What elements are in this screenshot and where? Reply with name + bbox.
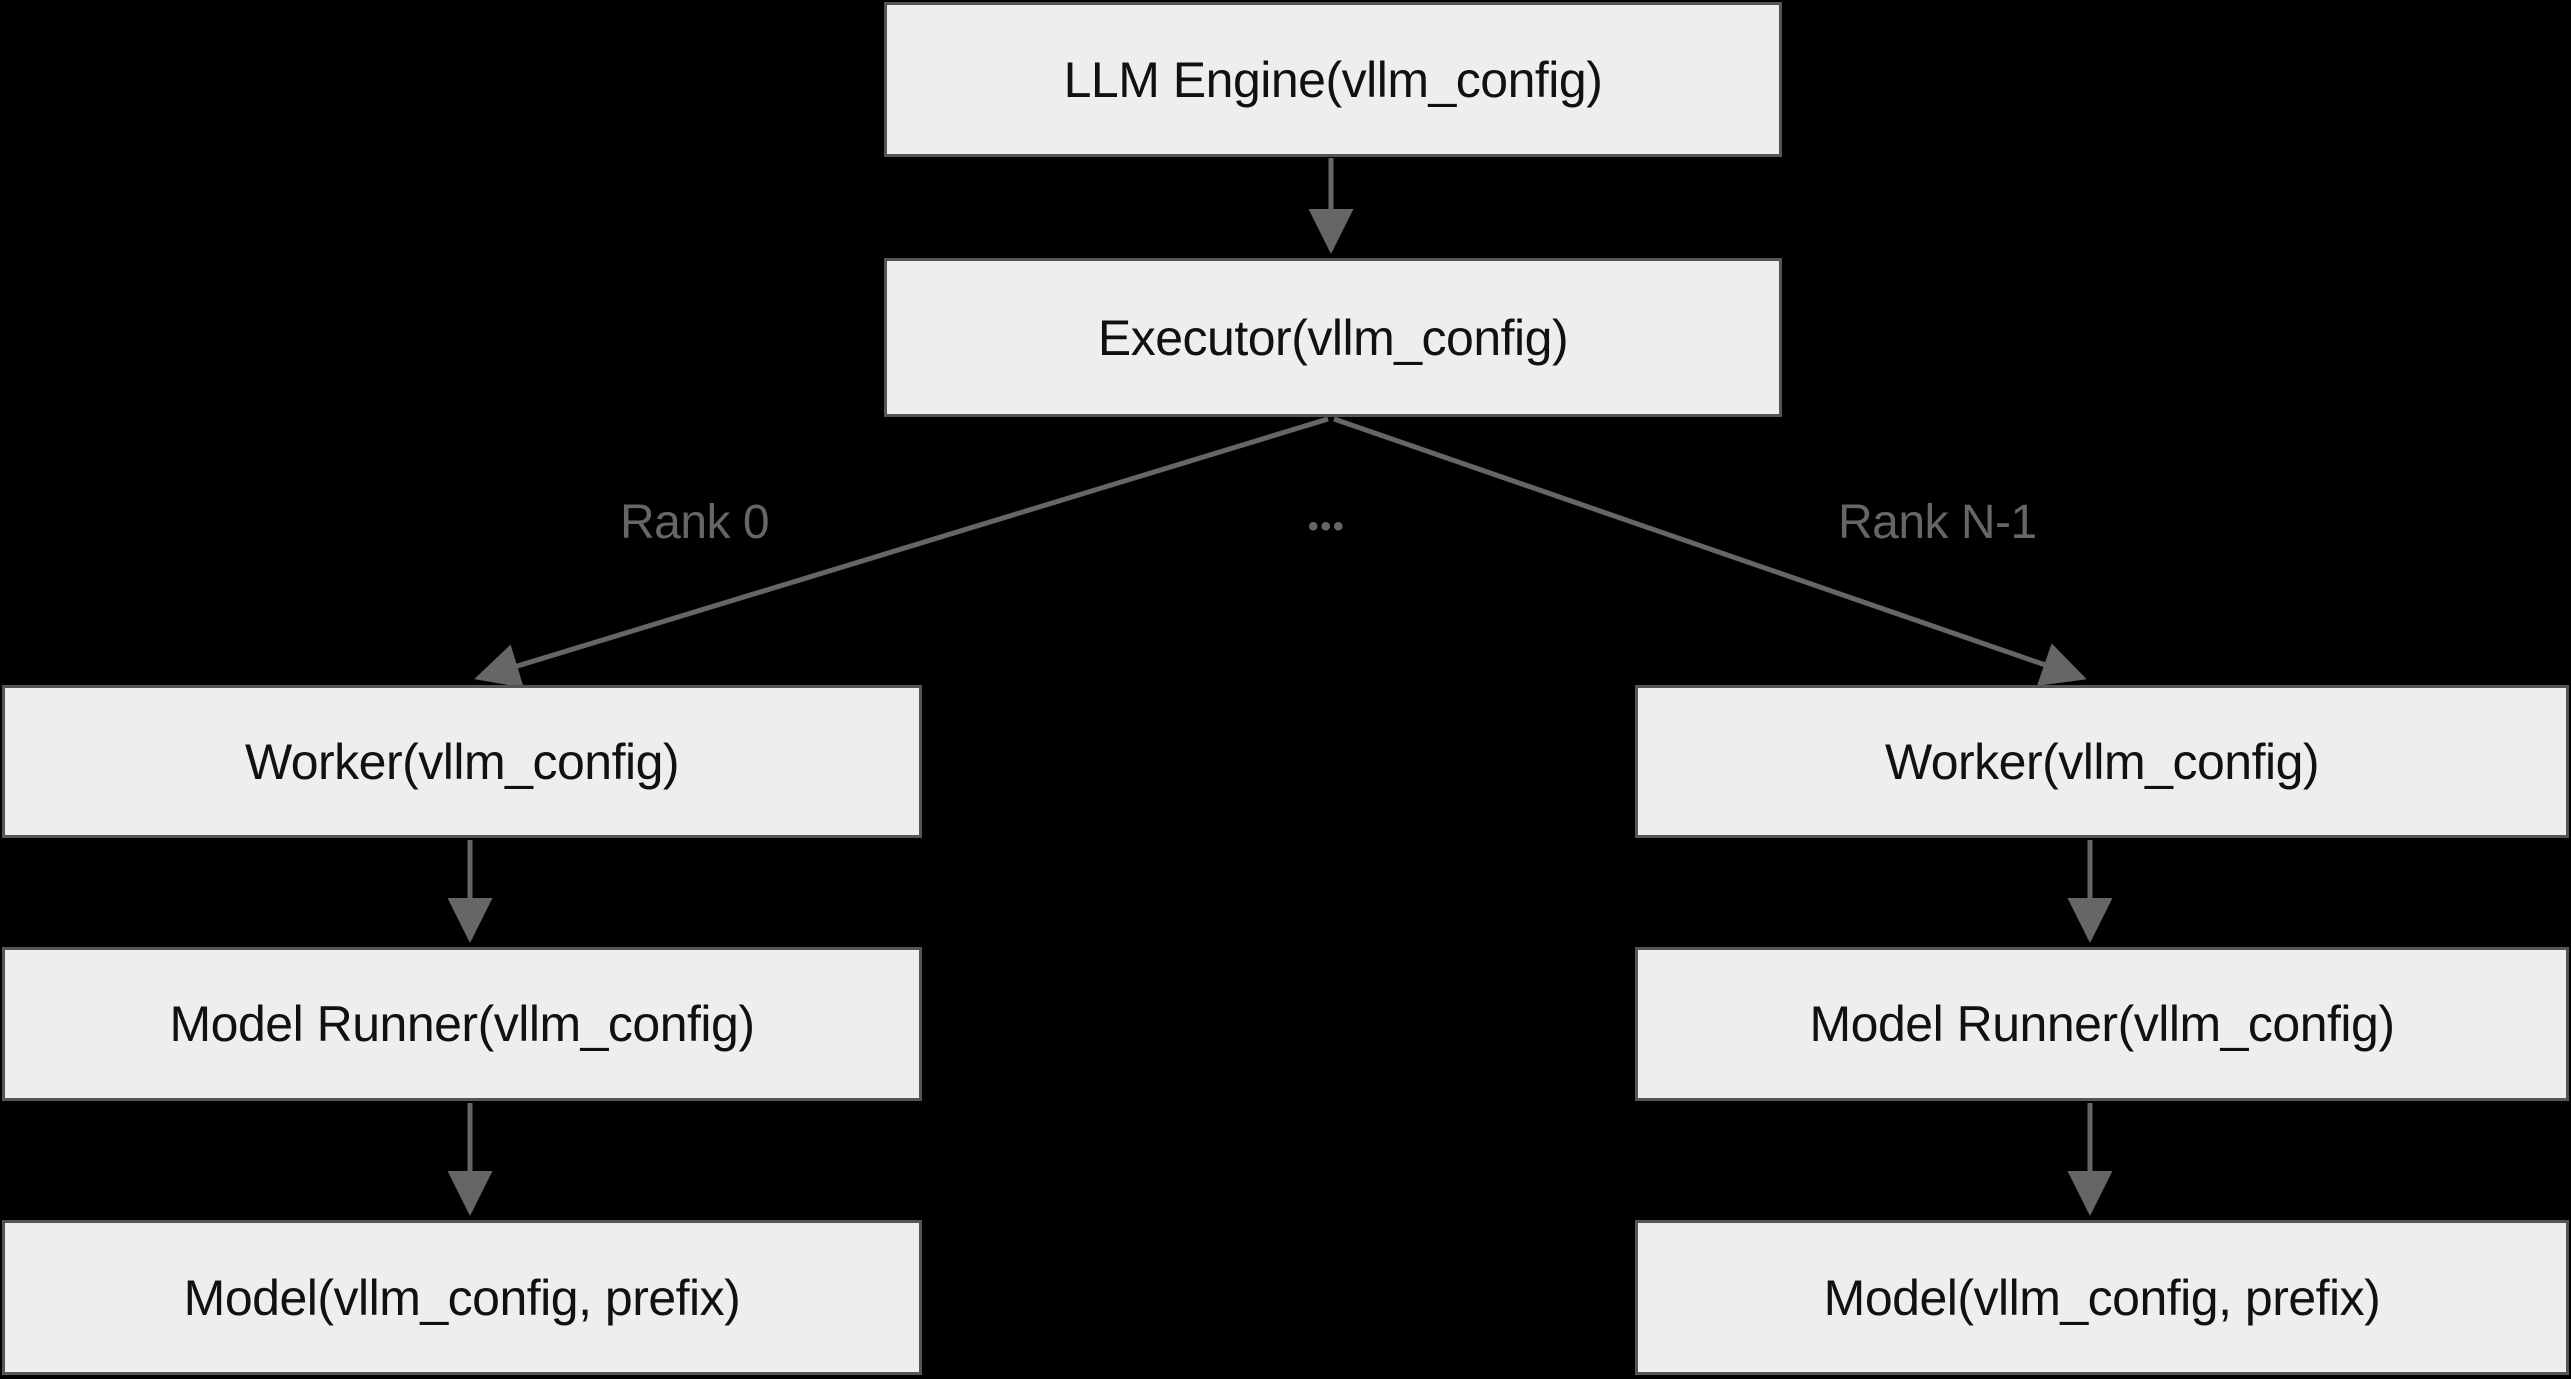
node-model-runner-right[interactable]: Model Runner(vllm_config) bbox=[1635, 947, 2569, 1101]
node-model-runner-left[interactable]: Model Runner(vllm_config) bbox=[2, 947, 922, 1101]
node-model-left-label: Model(vllm_config, prefix) bbox=[183, 1269, 741, 1326]
edge-label-rank-n-minus-1: Rank N-1 bbox=[1838, 495, 2037, 550]
node-worker-right[interactable]: Worker(vllm_config) bbox=[1635, 685, 2569, 838]
node-model-right-label: Model(vllm_config, prefix) bbox=[1823, 1269, 2381, 1326]
node-executor[interactable]: Executor(vllm_config) bbox=[884, 258, 1782, 417]
edge-executor-to-worker-left bbox=[474, 416, 1329, 688]
edge-label-ellipsis: ••• bbox=[1308, 512, 1346, 542]
edge-label-rank-0: Rank 0 bbox=[620, 495, 770, 550]
node-worker-left-label: Worker(vllm_config) bbox=[244, 733, 680, 790]
edge-label-rank-n-minus-1-text: Rank N-1 bbox=[1838, 496, 2037, 549]
edge-label-ellipsis-text: ••• bbox=[1308, 510, 1346, 543]
node-llm-engine-label: LLM Engine(vllm_config) bbox=[1063, 51, 1603, 108]
edge-label-rank-0-text: Rank 0 bbox=[620, 496, 770, 549]
node-llm-engine[interactable]: LLM Engine(vllm_config) bbox=[884, 2, 1782, 157]
node-model-right[interactable]: Model(vllm_config, prefix) bbox=[1635, 1220, 2569, 1375]
node-executor-label: Executor(vllm_config) bbox=[1097, 309, 1569, 366]
node-model-runner-right-label: Model Runner(vllm_config) bbox=[1809, 996, 2395, 1052]
node-worker-left[interactable]: Worker(vllm_config) bbox=[2, 685, 922, 838]
node-model-runner-left-label: Model Runner(vllm_config) bbox=[169, 996, 755, 1052]
node-worker-right-label: Worker(vllm_config) bbox=[1884, 733, 2320, 790]
node-model-left[interactable]: Model(vllm_config, prefix) bbox=[2, 1220, 922, 1375]
